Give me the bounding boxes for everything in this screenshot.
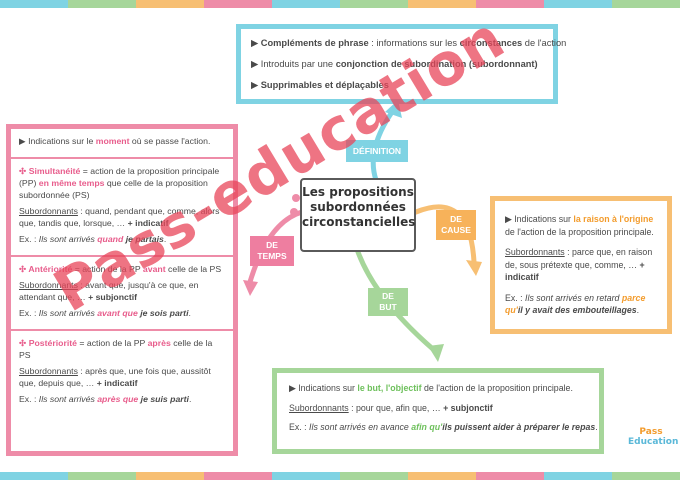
cause-intro: ▶ Indications sur la raison à l'origine … bbox=[505, 214, 654, 237]
pass-education-logo: Pass Education bbox=[628, 427, 679, 448]
but-subordonnants: Subordonnants : pour que, afin que, … + … bbox=[289, 403, 493, 413]
label-definition: DÉFINITION bbox=[346, 140, 408, 162]
stripe-segment bbox=[340, 0, 408, 8]
stripe-segment bbox=[272, 0, 340, 8]
definition-line-2: ▶ Introduits par une conjonction de subo… bbox=[251, 59, 538, 69]
definition-line-3: ▶ Supprimables et déplaçables bbox=[251, 80, 389, 90]
stripe-segment bbox=[68, 0, 136, 8]
but-box: ▶ Indications sur le but, l'objectif de … bbox=[272, 368, 604, 454]
definition-box: ▶ Compléments de phrase : informations s… bbox=[236, 24, 567, 104]
arrowhead-cause bbox=[466, 260, 482, 276]
stripe-segment bbox=[204, 472, 272, 480]
arrowhead-definition bbox=[385, 100, 402, 118]
stripe-segment bbox=[612, 472, 680, 480]
but-example: Ex. : Ils sont arrivés en avance afin qu… bbox=[289, 422, 598, 432]
stripe-segment bbox=[272, 472, 340, 480]
stripe-segment bbox=[0, 0, 68, 8]
temps-posteriorite: ✣ Postériorité = action de la PP après c… bbox=[19, 338, 213, 404]
arrowhead-but bbox=[428, 344, 444, 362]
stripe-segment bbox=[544, 472, 612, 480]
stripe-segment bbox=[408, 472, 476, 480]
temps-simultaneite: ✣ Simultanéité = action de la propositio… bbox=[11, 159, 233, 257]
bottom-color-stripe bbox=[0, 472, 680, 480]
cause-subordonnants: Subordonnants : parce que, en raison de,… bbox=[505, 247, 653, 282]
arrowhead-temps bbox=[243, 280, 258, 296]
stripe-segment bbox=[476, 472, 544, 480]
stripe-segment bbox=[476, 0, 544, 8]
temps-intro: ▶ Indications sur le moment où se passe … bbox=[11, 129, 233, 159]
stripe-segment bbox=[136, 0, 204, 8]
cause-example: Ex. : Ils sont arrivés en retard parce q… bbox=[505, 292, 646, 316]
stripe-segment bbox=[544, 0, 612, 8]
stripe-segment bbox=[136, 472, 204, 480]
stripe-segment bbox=[68, 472, 136, 480]
definition-line-1: ▶ Compléments de phrase : informations s… bbox=[251, 38, 567, 48]
stripe-segment bbox=[408, 0, 476, 8]
temps-anteriorite: ✣ Antériorité = action de la PP avant ce… bbox=[11, 257, 233, 331]
but-intro: ▶ Indications sur le but, l'objectif de … bbox=[289, 383, 573, 393]
dot-temps-2 bbox=[290, 208, 298, 216]
stripe-segment bbox=[340, 472, 408, 480]
center-title: Les propositions subordonnées circonstan… bbox=[300, 178, 416, 252]
dot-temps-1 bbox=[292, 194, 300, 202]
stripe-segment bbox=[612, 0, 680, 8]
cause-box: ▶ Indications sur la raison à l'origine … bbox=[490, 196, 672, 334]
stripe-segment bbox=[0, 472, 68, 480]
temps-box: ▶ Indications sur le moment où se passe … bbox=[6, 124, 238, 456]
stripe-segment bbox=[204, 0, 272, 8]
top-color-stripe bbox=[0, 0, 680, 8]
